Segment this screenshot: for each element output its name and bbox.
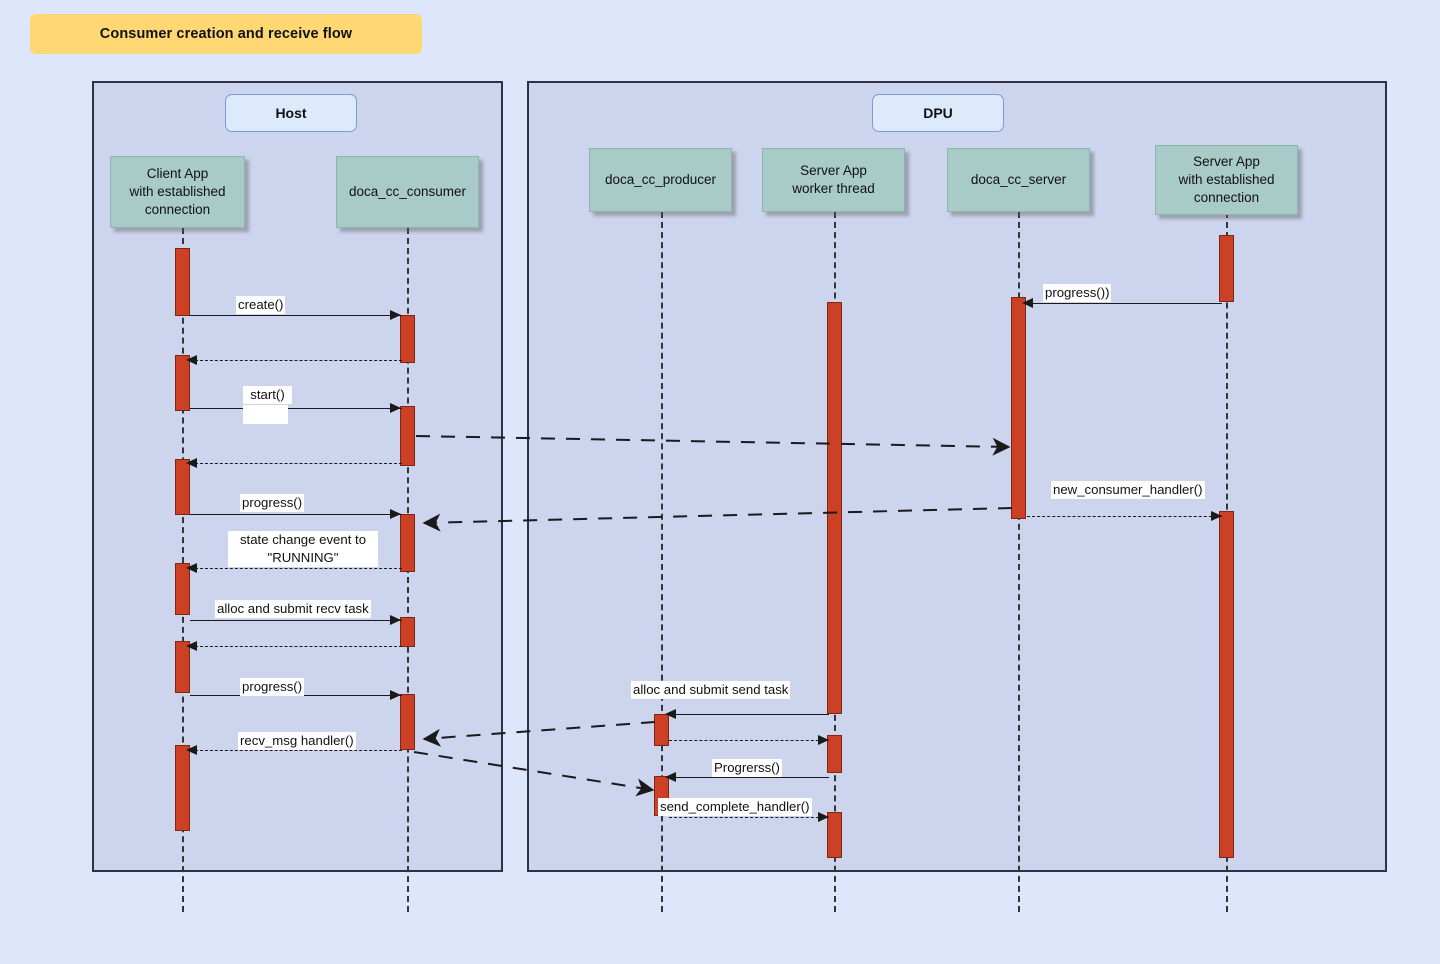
message-line-m7: [1027, 303, 1222, 304]
participant-producer: doca_cc_producer: [589, 148, 732, 212]
message-line-m2: [190, 360, 402, 361]
message-label-m6: progress(): [240, 494, 305, 512]
message-label-m1: create(): [236, 296, 286, 314]
message-arrow-m18: [665, 771, 676, 782]
activation-worker-2: [827, 735, 842, 773]
participant-consumer: doca_cc_consumer: [336, 156, 479, 228]
activation-server-app-2: [1219, 511, 1234, 858]
message-arrow-m6: [390, 508, 401, 519]
participant-server-app: Server App with established connection: [1155, 145, 1298, 215]
activation-consumer-3: [400, 514, 415, 572]
message-label-m13: progress(): [240, 678, 305, 696]
message-line-m3: [190, 408, 402, 409]
message-arrow-m5: [186, 457, 197, 468]
diagram-title-banner: Consumer creation and receive flow: [30, 14, 422, 54]
message-label-m8: new_consumer_handler(): [1051, 481, 1205, 499]
message-arrow-m3: [390, 402, 401, 413]
message-label-m18: Progrerss(): [712, 759, 782, 777]
message-label-m3: start(): [243, 386, 292, 404]
region-dpu-label: DPU: [923, 105, 953, 121]
region-host-title: Host: [225, 94, 357, 132]
message-line-m1: [190, 315, 402, 316]
message-arrow-m14: [665, 708, 676, 719]
message-line-m17: [190, 750, 402, 751]
activation-consumer-4: [400, 617, 415, 647]
message-arrow-m15: [818, 734, 829, 745]
activation-client-app-4: [175, 563, 190, 615]
activation-client-app-6: [175, 745, 190, 831]
message-arrow-m1: [390, 309, 401, 320]
message-label-m20: send_complete_handler(): [658, 798, 812, 816]
message-arrow-m7: [1022, 297, 1033, 308]
participant-consumer-label: doca_cc_consumer: [348, 183, 467, 199]
message-label-m11: alloc and submit recv task: [215, 600, 371, 618]
message-arrow-m8: [1211, 510, 1222, 521]
message-label-m7: progress()): [1043, 284, 1112, 302]
participant-server: doca_cc_server: [947, 148, 1090, 212]
message-label-m17: recv_msg handler(): [238, 732, 356, 750]
activation-client-app-5: [175, 641, 190, 693]
participant-producer-label: doca_cc_producer: [604, 171, 717, 187]
participant-client-app-label: Client App with established connection: [129, 165, 226, 218]
region-host-label: Host: [275, 105, 307, 121]
message-arrow-m12: [186, 640, 197, 651]
lifeline-server: [1018, 212, 1020, 912]
message-label-m10: state change event to "RUNNING": [228, 531, 378, 567]
message-arrow-m17: [186, 744, 197, 755]
participant-worker: Server App worker thread: [762, 148, 905, 212]
message-line-m12: [190, 646, 402, 647]
activation-worker-1: [827, 302, 842, 714]
activation-consumer-5: [400, 694, 415, 750]
activation-client-app-2: [175, 355, 190, 411]
participant-client-app: Client App with established connection: [110, 156, 245, 228]
participant-server-app-label: Server App with established connection: [1178, 153, 1275, 206]
message-arrow-m20: [818, 811, 829, 822]
message-line-m6: [190, 514, 402, 515]
message-line-m11: [190, 620, 402, 621]
message-line-m18: [669, 777, 829, 778]
message-line-m14: [669, 714, 829, 715]
message-line-m5: [190, 463, 402, 464]
activation-client-app-3: [175, 459, 190, 515]
participant-worker-label: Server App worker thread: [792, 162, 875, 196]
activation-server-1: [1011, 297, 1026, 519]
activation-client-app-1: [175, 248, 190, 316]
message-label-m14: alloc and submit send task: [631, 681, 791, 699]
message-line-m8: [1027, 516, 1222, 517]
message-arrow-m11: [390, 614, 401, 625]
participant-server-label: doca_cc_server: [970, 171, 1067, 187]
lifeline-producer: [661, 212, 663, 912]
message-arrow-m10: [186, 562, 197, 573]
activation-server-app-1: [1219, 235, 1234, 302]
message-line-m10: [190, 568, 402, 569]
message-line-m15: [669, 740, 829, 741]
message-label-m3-shadow: [243, 405, 288, 424]
region-dpu-title: DPU: [872, 94, 1004, 132]
activation-consumer-2: [400, 406, 415, 466]
activation-producer-1: [654, 714, 669, 746]
message-line-m20: [669, 817, 829, 818]
message-arrow-m2: [186, 354, 197, 365]
message-arrow-m13: [390, 689, 401, 700]
page-title: Consumer creation and receive flow: [99, 26, 353, 42]
activation-worker-3: [827, 812, 842, 858]
activation-consumer-1: [400, 315, 415, 363]
